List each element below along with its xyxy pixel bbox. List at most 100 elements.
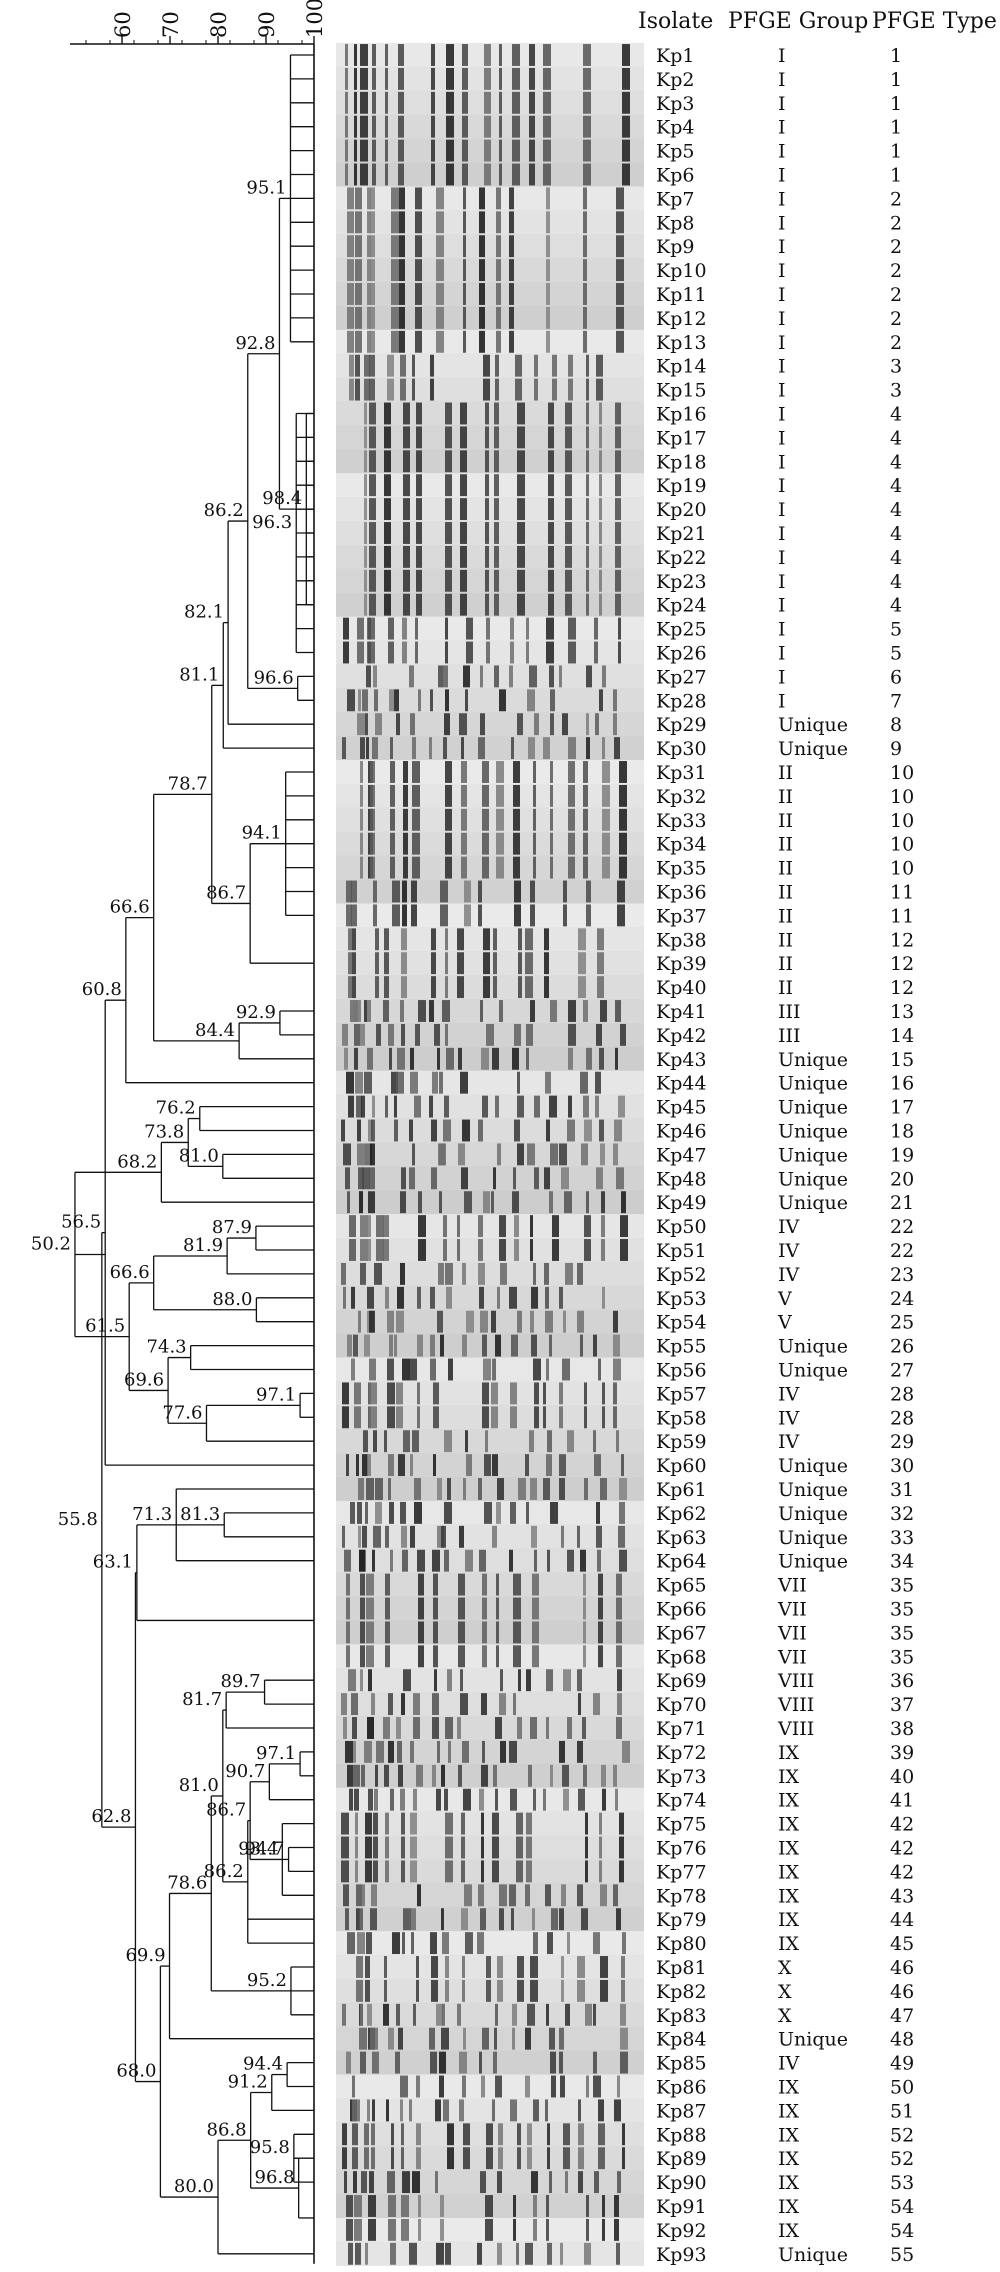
gel-band [433, 1573, 438, 1596]
gel-lane [336, 1309, 644, 1334]
gel-band [509, 1740, 517, 1763]
gel-band [530, 1478, 537, 1500]
gel-band [388, 1023, 394, 1046]
gel-band [559, 1740, 565, 1763]
gel-band [347, 1932, 355, 1955]
gel-band [514, 1119, 520, 1142]
gel-band [346, 1071, 354, 1094]
pfge-type-label: 30 [890, 1455, 914, 1477]
isolate-label: Kp10 [656, 260, 707, 282]
gel-band [479, 211, 485, 234]
gel-band [362, 689, 368, 712]
gel-band [375, 1501, 382, 1524]
gel-band [583, 211, 587, 234]
gel-band [409, 1167, 415, 1190]
gel-band [615, 1788, 618, 1811]
isolate-label: Kp84 [656, 2029, 707, 2051]
gel-band [584, 1239, 591, 1261]
gel-lane [336, 2026, 644, 2051]
gel-band [526, 1669, 531, 1692]
gel-band [462, 44, 468, 66]
gel-band [461, 1908, 468, 1931]
gel-band [615, 522, 621, 544]
gel-band [398, 2027, 403, 2050]
isolate-label: Kp81 [656, 1957, 707, 1979]
pfge-group-label: II [778, 858, 793, 880]
gel-band [514, 880, 521, 903]
pfge-type-label: 1 [890, 141, 902, 163]
node-similarity-label: 95.1 [246, 177, 286, 198]
gel-band [601, 1191, 605, 1214]
gel-band [546, 617, 554, 640]
gel-band [559, 1908, 564, 1931]
gel-band [616, 1717, 622, 1739]
gel-band [513, 1597, 521, 1620]
gel-band [447, 1478, 451, 1500]
gel-band [620, 1215, 628, 1238]
gel-band [494, 569, 499, 592]
gel-band [445, 641, 448, 664]
gel-band [568, 761, 575, 783]
gel-band [361, 1764, 365, 1787]
gel-band [388, 1478, 391, 1500]
gel-band [354, 91, 357, 114]
gel-band [598, 1573, 603, 1596]
isolate-label: Kp91 [656, 2196, 707, 2218]
gel-band [485, 474, 489, 497]
gel-band [478, 737, 485, 760]
gel-band [577, 1310, 584, 1333]
gel-band [593, 2003, 596, 2026]
gel-band [497, 1979, 503, 2002]
gel-band [457, 1717, 461, 1739]
gel-band [618, 641, 621, 664]
gel-band [619, 832, 627, 855]
gel-band [622, 2123, 625, 2146]
gel-band [366, 1478, 374, 1500]
gel-band [493, 952, 497, 975]
scale-tick-label: 70 [159, 11, 183, 38]
pfge-type-label: 12 [890, 929, 914, 951]
gel-band [534, 713, 539, 736]
gel-band [478, 1884, 484, 1907]
isolate-label: Kp69 [656, 1670, 707, 1692]
gel-band [432, 1764, 436, 1787]
gel-band [368, 1119, 373, 1142]
gel-band [530, 880, 535, 903]
gel-band [478, 1119, 483, 1142]
gel-band [478, 880, 482, 903]
gel-band [546, 1717, 549, 1739]
gel-band [482, 1740, 485, 1763]
gel-band [460, 1669, 463, 1692]
gel-band [433, 1597, 438, 1620]
pfge-group-label: VIII [777, 1718, 814, 1740]
gel-band [441, 1764, 445, 1787]
gel-band [549, 2027, 555, 2050]
gel-band [484, 163, 491, 186]
gel-band [418, 689, 421, 712]
pfge-type-label: 52 [890, 2124, 914, 2146]
gel-band [431, 44, 435, 66]
gel-band [375, 952, 379, 975]
pfge-type-label: 1 [890, 165, 902, 187]
pfge-type-label: 15 [890, 1049, 914, 1071]
gel-band [401, 2147, 404, 2170]
gel-band [355, 306, 362, 329]
isolate-label: Kp51 [656, 1240, 707, 1262]
gel-band [499, 163, 502, 186]
gel-band [546, 1119, 550, 1142]
gel-band [512, 115, 520, 138]
gel-band [584, 2242, 591, 2265]
isolate-label: Kp18 [656, 451, 707, 473]
gel-band [436, 283, 444, 305]
gel-band [618, 1525, 625, 1548]
gel-band [462, 1979, 465, 2002]
gel-band [351, 880, 357, 903]
gel-band [385, 67, 388, 90]
gel-band [436, 211, 444, 234]
gel-band [532, 1908, 535, 1931]
gel-band [384, 1979, 387, 2002]
isolate-label: Kp42 [656, 1025, 707, 1047]
isolate-label: Kp12 [656, 308, 707, 330]
gel-band [510, 1501, 516, 1524]
gel-band [411, 904, 417, 927]
